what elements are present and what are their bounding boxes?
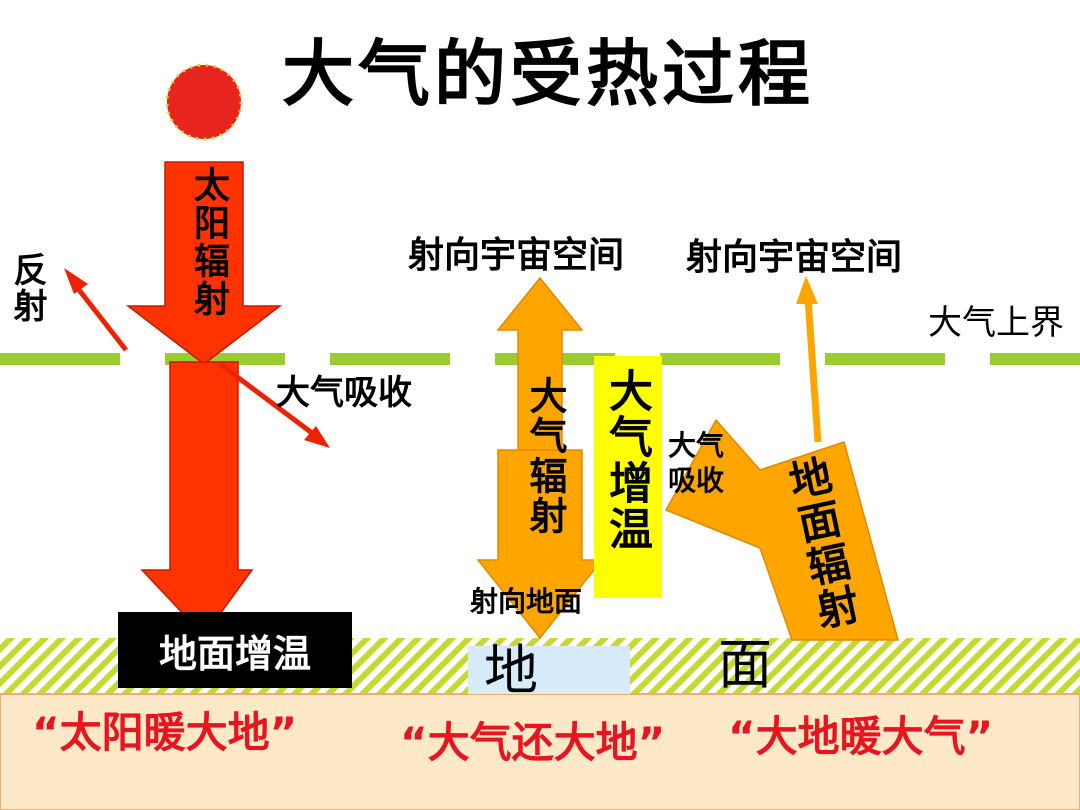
to-space-label-1: 射向宇宙空间 [408, 235, 625, 276]
sun-icon [165, 63, 243, 141]
page-title: 大气的受热过程 [282, 32, 815, 116]
ground-radiation-to-space-arrow-head [796, 276, 818, 304]
atmosphere-absorb-left-label: 大气吸收 [276, 373, 412, 413]
ground-word-highlight [468, 646, 630, 694]
atmosphere-top-label: 大气上界 [928, 303, 1064, 343]
solar-radiation-label: 太阳辐射 [188, 166, 229, 318]
reflection-arrow [74, 284, 128, 352]
atmosphere-absorb-right-label: 大气吸收 [668, 428, 740, 498]
solar-radiation-arrow [125, 161, 283, 365]
ground-word-2: 面 [718, 633, 772, 696]
phrase-sun-warms-earth: “太阳暖大地” [32, 708, 298, 757]
atmosphere-absorb-arrow [218, 362, 318, 438]
to-ground-label: 射向地面 [470, 585, 583, 618]
atmospheric-radiation-label: 大气辐射 [523, 376, 567, 536]
ground-warming-label: 地面增温 [118, 612, 352, 688]
reflection-arrow-head [64, 268, 88, 294]
ground-radiation-arrow [664, 418, 899, 641]
ground-word-1: 地 [484, 639, 538, 702]
atmospheric-radiation-down-arrow [476, 449, 604, 640]
bottom-band [0, 693, 1080, 810]
phrase-earth-warms-atmosphere: “大地暖大气” [728, 712, 994, 761]
phrase-atmosphere-returns: “大气还大地” [400, 718, 666, 767]
ground-radiation-to-space-arrow [804, 297, 822, 443]
solar-to-ground-arrow [140, 361, 254, 638]
atmosphere-warming-label: 大气增温 [601, 368, 652, 552]
reflection-label: 反射 [7, 252, 47, 324]
atmosphere-absorb-arrow-head [304, 426, 330, 448]
atmosphere-absorb-right-text: 大气吸收 [668, 429, 725, 497]
atmosphere-warming-box [594, 356, 662, 598]
to-space-label-2: 射向宇宙空间 [686, 237, 903, 278]
